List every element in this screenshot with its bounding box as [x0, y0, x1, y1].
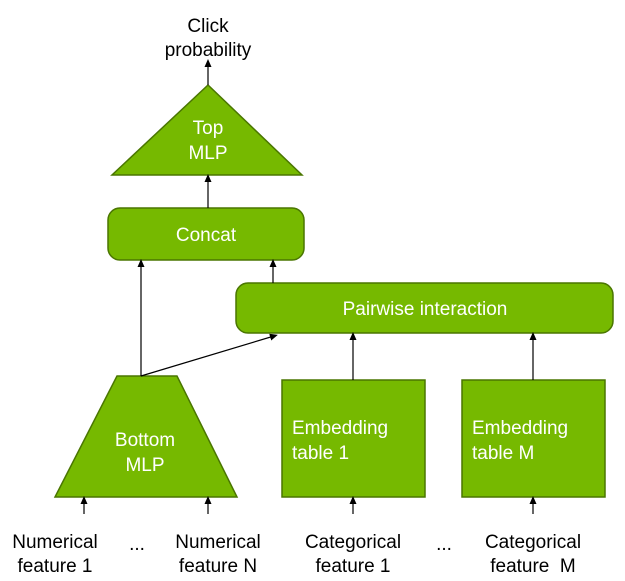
- pairwise-interaction-block: Pairwise interaction: [235, 282, 614, 334]
- input-categorical-m-line1: Categorical: [485, 532, 581, 553]
- embedding-table-m-block: Embedding table M: [461, 379, 606, 498]
- input-numerical-ellipsis: ...: [129, 534, 145, 555]
- output-label-line2: probability: [165, 40, 252, 61]
- input-categorical-1-line2: feature 1: [316, 556, 391, 577]
- input-numerical-n-line1: Numerical: [175, 532, 261, 553]
- embedding-table-m-label-line1: Embedding: [472, 418, 568, 439]
- input-numerical-1-line1: Numerical: [12, 532, 98, 553]
- bottom-mlp-label-line2: MLP: [125, 455, 164, 476]
- input-numerical-1-line2: feature 1: [18, 556, 93, 577]
- output-label-line1: Click: [187, 16, 229, 37]
- embedding-table-m-label-line2: table M: [472, 443, 534, 464]
- embedding-table-1-label-line1: Embedding: [292, 418, 388, 439]
- arrow-bottom-mlp-to-pairwise: [140, 333, 278, 377]
- concat-label: Concat: [176, 225, 237, 246]
- embedding-table-1-block: Embedding table 1: [281, 379, 426, 498]
- pairwise-interaction-label: Pairwise interaction: [343, 299, 508, 320]
- top-mlp-block: Top MLP: [110, 83, 304, 176]
- input-categorical-1-line1: Categorical: [305, 532, 401, 553]
- input-numerical-n-line2: feature N: [179, 556, 257, 577]
- concat-block: Concat: [107, 207, 305, 261]
- bottom-mlp-label-line1: Bottom: [115, 430, 175, 451]
- top-mlp-label-line2: MLP: [188, 143, 227, 164]
- bottom-mlp-block: Bottom MLP: [53, 375, 239, 498]
- top-mlp-label-line1: Top: [193, 118, 224, 139]
- input-categorical-m-line2: feature M: [490, 556, 576, 577]
- input-categorical-ellipsis: ...: [436, 534, 452, 555]
- embedding-table-1-label-line2: table 1: [292, 443, 349, 464]
